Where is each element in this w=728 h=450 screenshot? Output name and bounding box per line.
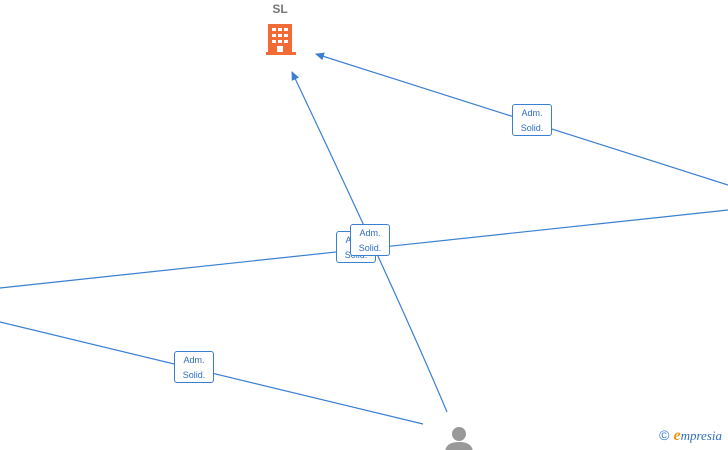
edge-label-right: Adm. Solid.	[512, 104, 552, 136]
person-icon[interactable]	[445, 427, 473, 450]
copyright-symbol: ©	[659, 427, 670, 443]
edge-label-line1: Adm.	[521, 108, 543, 118]
edge-label-line1: Adm.	[183, 355, 205, 365]
edge-label-line1: Adm.	[359, 228, 381, 238]
company-node-label[interactable]: SL	[272, 2, 288, 16]
brand-initial: e	[673, 427, 681, 444]
edge-label-line2: Solid.	[358, 243, 382, 253]
building-icon[interactable]	[266, 24, 296, 55]
edge-person-to-company	[291, 71, 448, 413]
edge-label-left: Adm. Solid.	[174, 351, 214, 383]
empresia-watermark[interactable]: ©empresia	[659, 427, 722, 445]
brand-name: mpresia	[680, 428, 722, 443]
edge-label-line2: Solid.	[182, 370, 206, 380]
edge-label-middle-front: Adm. Solid.	[350, 224, 390, 256]
edge-label-line2: Solid.	[520, 123, 544, 133]
